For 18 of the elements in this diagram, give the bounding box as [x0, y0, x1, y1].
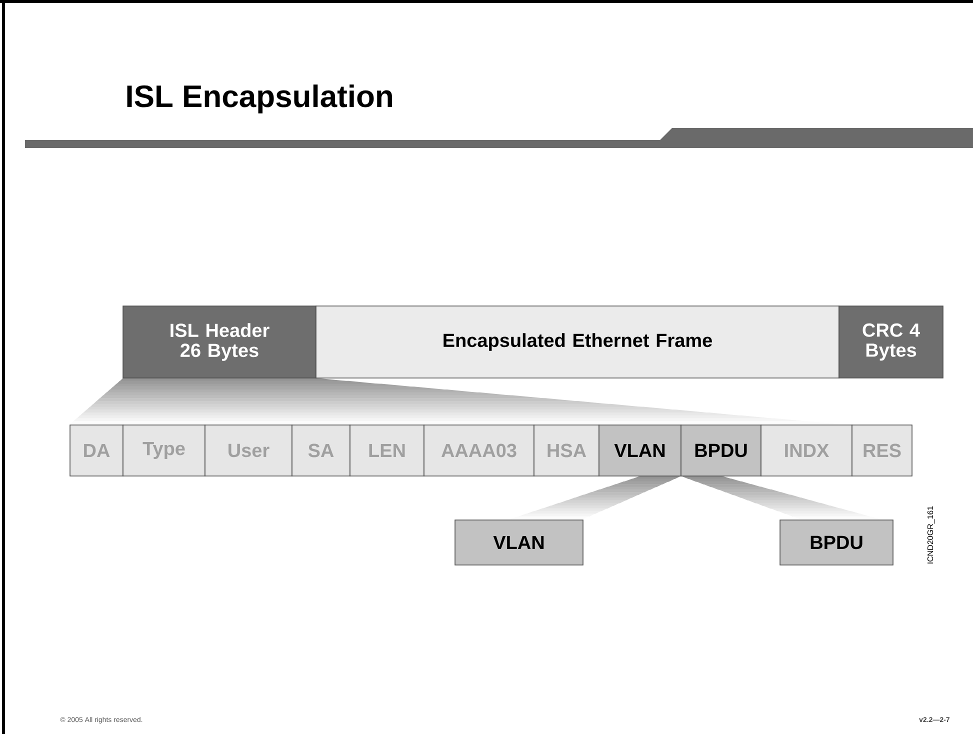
field-cell: VLAN [598, 424, 682, 476]
title: ISL Encapsulation [127, 84, 392, 114]
field-box: BPDU [780, 520, 894, 566]
figure-id: ICND20GR_161 [927, 506, 935, 564]
field-cell: User [204, 424, 292, 476]
field-cell: Type [122, 424, 206, 476]
header-box: ISL Header 26 Bytes [122, 306, 316, 378]
field-cell: INDX [760, 424, 852, 476]
field-cell: AAAA03 [424, 424, 534, 476]
header-box: CRC 4 Bytes [838, 306, 944, 378]
field-cell: DA [70, 424, 124, 476]
field-cell: RES [852, 424, 912, 476]
field-box: VLAN [454, 520, 584, 566]
field-cell: HSA [534, 424, 600, 476]
frame-box: Encapsulated Ethernet Frame [316, 306, 840, 378]
field-cell: BPDU [680, 424, 762, 476]
field-cell: SA [292, 424, 350, 476]
field-cell: LEN [350, 424, 424, 476]
